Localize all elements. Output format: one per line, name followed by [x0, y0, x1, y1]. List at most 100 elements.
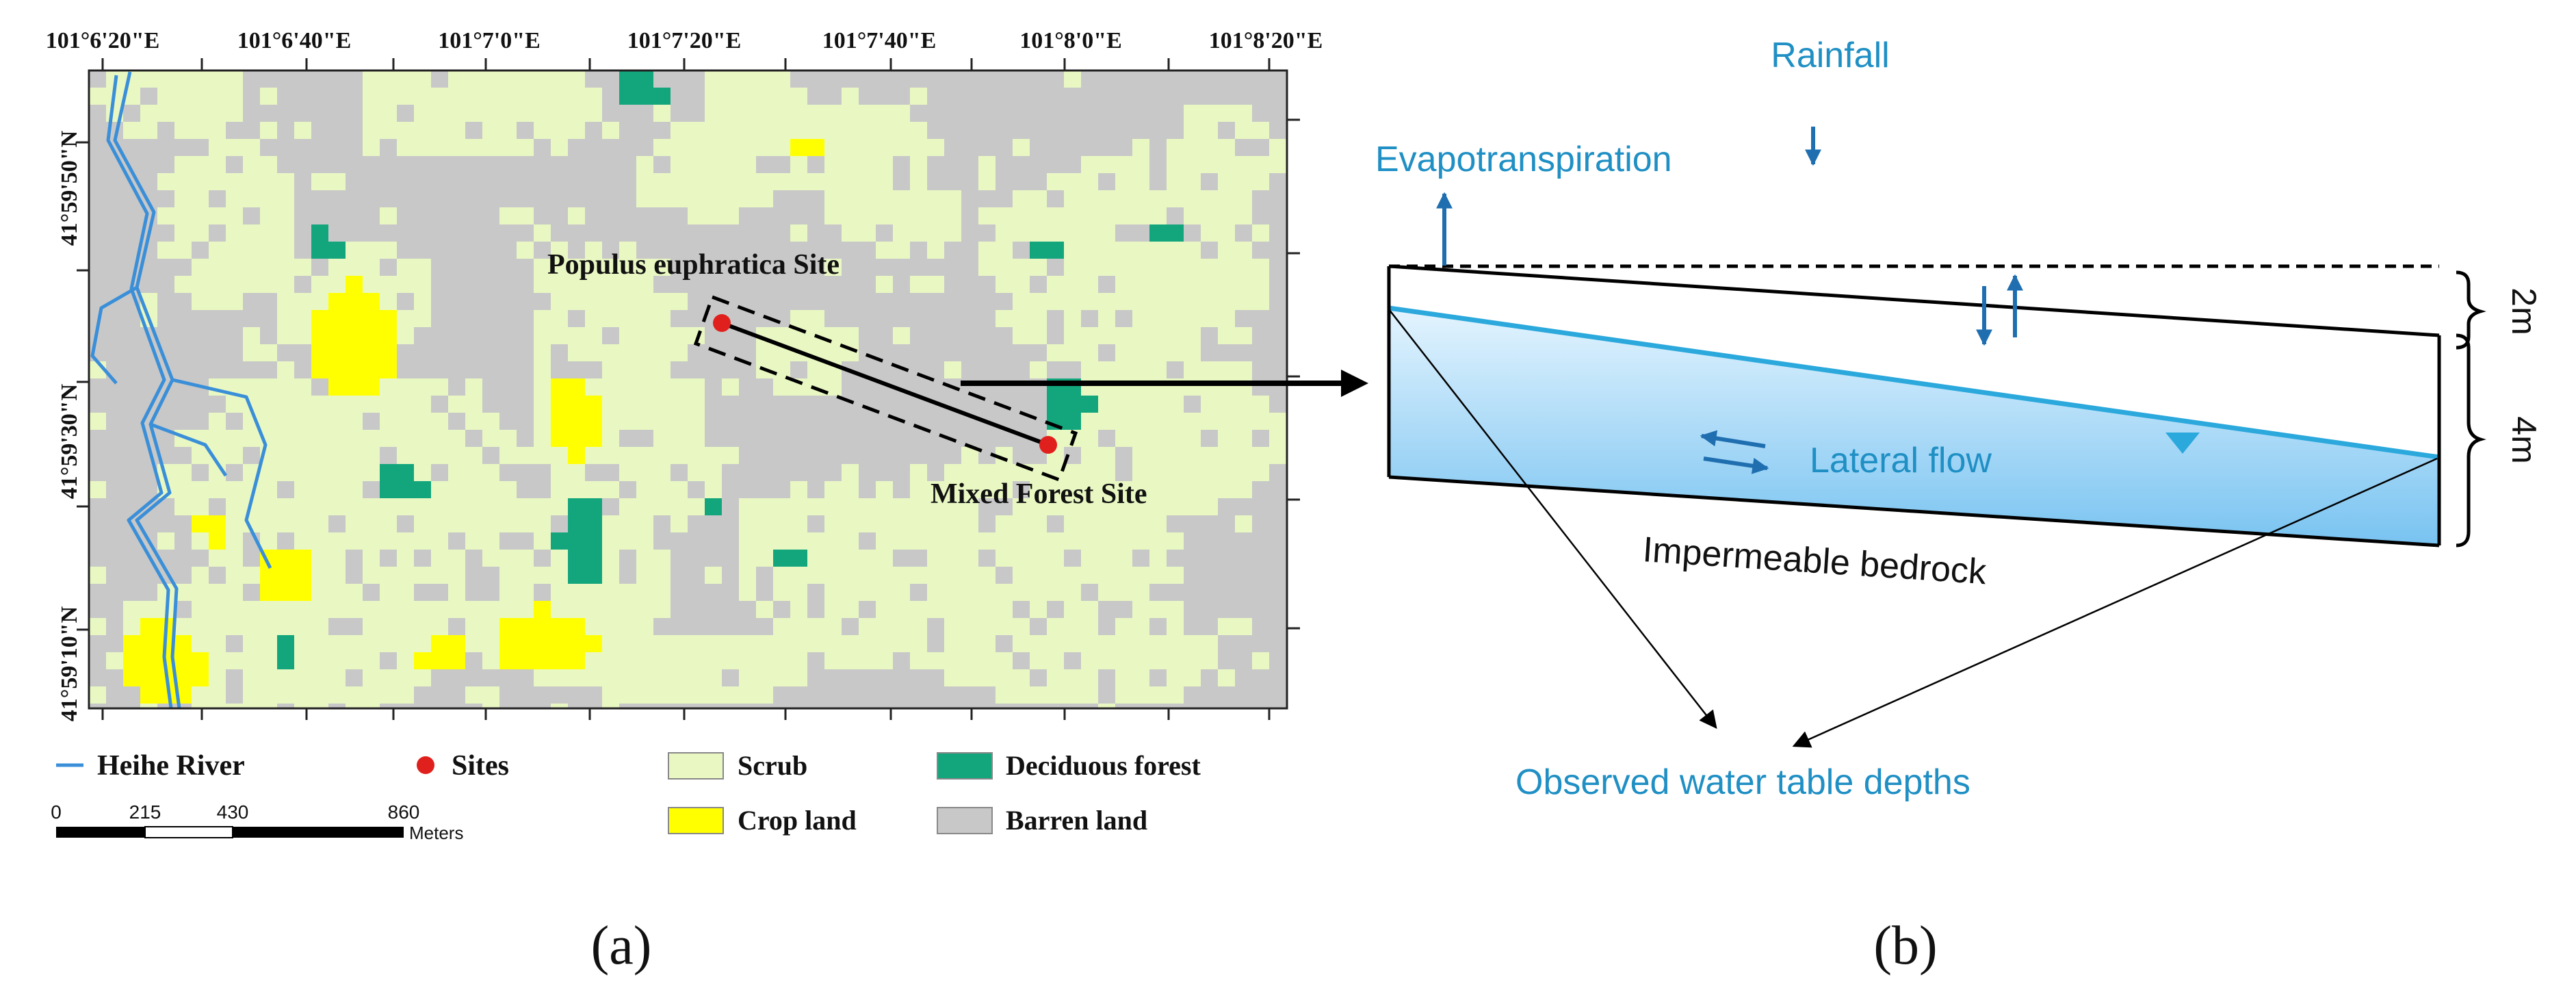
- crop-cell: [328, 361, 346, 378]
- scrub-cell: [1013, 635, 1030, 652]
- deciduous-cell: [585, 550, 602, 567]
- scrub-cell: [465, 70, 482, 88]
- crop-cell: [294, 567, 311, 584]
- scrub-cell: [277, 601, 294, 618]
- scrub-cell: [226, 396, 243, 413]
- scrub-cell: [1030, 498, 1047, 515]
- scrub-cell: [1252, 173, 1269, 190]
- scrub-cell: [226, 105, 243, 122]
- crop-cell: [585, 430, 602, 447]
- scrub-cell: [688, 122, 705, 139]
- crop-cell: [140, 686, 157, 704]
- connector-arrowhead: [1341, 370, 1368, 397]
- deciduous-cell: [585, 515, 602, 532]
- scrub-cell: [1030, 601, 1047, 618]
- scrub-cell: [944, 618, 961, 635]
- deciduous-cell: [1047, 242, 1064, 259]
- scrub-cell: [688, 413, 705, 430]
- scrub-cell: [910, 635, 927, 652]
- scrub-cell: [226, 618, 243, 635]
- scrub-cell: [380, 105, 397, 122]
- scrub-cell: [824, 584, 842, 601]
- scrub-cell: [380, 70, 397, 88]
- scrub-cell: [1218, 224, 1235, 242]
- scrub-cell: [790, 567, 807, 584]
- scrub-cell: [226, 207, 243, 224]
- scrub-cell: [1149, 635, 1167, 652]
- scrub-cell: [499, 498, 517, 515]
- scrub-cell: [277, 413, 294, 430]
- scrub-cell: [1081, 259, 1098, 276]
- scrub-cell: [311, 413, 328, 430]
- scrub-cell: [414, 259, 431, 276]
- scrub-cell: [602, 447, 619, 464]
- scrub-cell: [209, 704, 226, 708]
- scrub-cell: [209, 635, 226, 652]
- scrub-cell: [311, 669, 328, 686]
- scrub-cell: [927, 584, 944, 601]
- scrub-cell: [602, 567, 619, 584]
- top-tick-label-2: 101°6'40"E: [237, 28, 352, 53]
- scrub-cell: [619, 242, 636, 259]
- scrub-cell: [1064, 190, 1081, 207]
- scrub-cell: [602, 704, 619, 708]
- scrub-cell: [397, 378, 414, 396]
- scrub-cell: [1201, 105, 1218, 122]
- crop-cell: [499, 652, 517, 669]
- scrub-cell: [1064, 515, 1081, 532]
- scrub-cell: [1201, 361, 1218, 378]
- scrub-cell: [602, 686, 619, 704]
- scrub-cell: [363, 242, 380, 259]
- scrub-cell: [277, 498, 294, 515]
- scrub-cell: [1030, 224, 1047, 242]
- scrub-cell: [790, 224, 807, 242]
- scrub-cell: [397, 532, 414, 550]
- scrub-cell: [636, 378, 653, 396]
- scrub-cell: [1149, 515, 1167, 532]
- scrub-cell: [944, 532, 961, 550]
- scrub-cell: [585, 259, 602, 276]
- scrub-cell: [1098, 361, 1115, 378]
- scrub-cell: [790, 173, 807, 190]
- bottom-tick-marks: [101, 708, 1271, 720]
- crop-cell: [534, 635, 551, 652]
- scrub-cell: [294, 704, 311, 708]
- crop-cell: [346, 276, 363, 293]
- scrub-cell: [688, 669, 705, 686]
- scrub-cell: [380, 532, 397, 550]
- scrub-cell: [1184, 430, 1201, 447]
- crop-cell: [294, 550, 311, 567]
- scrub-cell: [192, 686, 209, 704]
- scrub-cell: [602, 584, 619, 601]
- scrub-cell: [1252, 293, 1269, 310]
- scrub-cell: [1184, 259, 1201, 276]
- scrub-cell: [653, 584, 671, 601]
- scrub-cell: [89, 567, 106, 584]
- scrub-cell: [1098, 413, 1115, 430]
- scrub-cell: [243, 652, 260, 669]
- scrub-cell: [619, 413, 636, 430]
- observation-arrow-left: [1388, 309, 1717, 730]
- scrub-cell: [551, 669, 568, 686]
- transect: [693, 294, 1078, 482]
- populus-site-label: Populus euphratica Site: [547, 249, 840, 281]
- scrub-cell: [602, 344, 619, 361]
- crop-cell: [192, 652, 209, 669]
- scrub-cell: [1098, 635, 1115, 652]
- scrub-cell: [585, 669, 602, 686]
- scrub-cell: [174, 276, 192, 293]
- crop-cell: [568, 413, 585, 430]
- crop-cell: [174, 635, 192, 652]
- scrub-cell: [1030, 207, 1047, 224]
- scrub-cell: [1013, 327, 1030, 344]
- scrub-cell: [602, 413, 619, 430]
- scrub-cell: [311, 635, 328, 652]
- scrub-cell: [859, 584, 876, 601]
- scrub-cell: [226, 481, 243, 498]
- scrub-cell: [311, 276, 328, 293]
- crop-cell: [209, 515, 226, 532]
- scrub-cell: [1167, 652, 1184, 669]
- scrub-cell: [1218, 361, 1235, 378]
- scrub-cell: [294, 498, 311, 515]
- scrub-cell: [944, 652, 961, 669]
